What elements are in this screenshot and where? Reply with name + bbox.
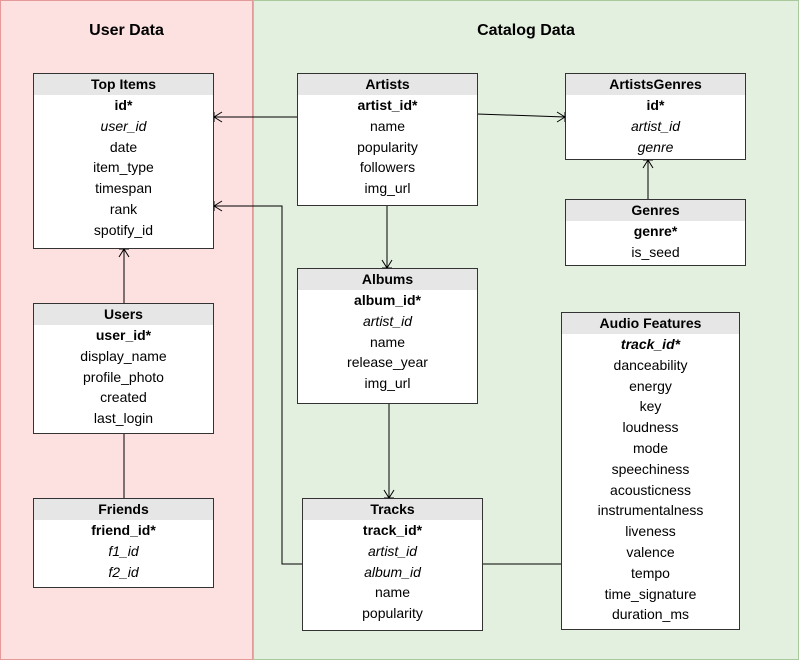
attribute-row: name	[369, 333, 406, 350]
attribute-row: genre*	[633, 223, 678, 239]
rel-genres-artistsgenres	[642, 159, 654, 199]
attribute-row: liveness	[625, 523, 676, 540]
entity-title: Albums	[298, 269, 477, 290]
attribute-row: key	[639, 398, 662, 415]
attribute-row: friend_id*	[91, 522, 156, 538]
entity-title: ArtistsGenres	[566, 74, 745, 95]
entity-title: Tracks	[303, 499, 482, 520]
rel-tracks-top-items	[213, 200, 302, 565]
attribute-row: track_id*	[620, 336, 681, 352]
attribute-row: energy	[629, 377, 672, 394]
attribute-row: release_year	[347, 354, 428, 371]
entity-title: Friends	[34, 499, 213, 520]
attribute-row: artist_id	[362, 312, 413, 329]
attribute-row: tempo	[631, 564, 670, 581]
entity-friends: Friends friend_id* f1_id f2_id	[33, 498, 214, 588]
attribute-row: danceability	[613, 356, 688, 373]
attribute-row: track_id*	[362, 522, 423, 538]
rel-artists-artistsgenres	[476, 111, 566, 123]
attribute-row: created	[100, 389, 147, 406]
attribute-row: artist_id	[367, 542, 418, 559]
attribute-row: instrumentalness	[597, 502, 704, 519]
attribute-row: acousticness	[610, 481, 691, 498]
entity-title: Genres	[566, 200, 745, 221]
attribute-row: date	[109, 138, 138, 155]
attribute-row: spotify_id	[93, 221, 154, 238]
entity-title: Users	[34, 304, 213, 325]
entity-title: Top Items	[34, 74, 213, 95]
attribute-row: f2_id	[108, 563, 139, 580]
entity-title: Artists	[298, 74, 477, 95]
attribute-row: display_name	[80, 347, 167, 364]
attribute-row: rank	[109, 200, 138, 217]
rel-users-top-items	[118, 248, 130, 303]
attribute-row: user_id	[100, 117, 147, 134]
entity-audio-features: Audio Features track_id* danceability ener…	[561, 312, 740, 630]
entity-genres: Genres genre* is_seed	[565, 199, 746, 266]
attribute-row: duration_ms	[611, 606, 690, 623]
attribute-row: user_id*	[95, 327, 152, 343]
attribute-row: img_url	[364, 180, 411, 197]
attribute-row: is_seed	[631, 243, 680, 260]
entity-artists: Artists artist_id*name popularity follower…	[297, 73, 478, 206]
attribute-row: last_login	[93, 410, 154, 427]
attribute-row: mode	[632, 439, 669, 456]
attribute-row: timespan	[95, 180, 152, 197]
attribute-row: time_signature	[604, 585, 697, 602]
attribute-row: speechiness	[611, 460, 690, 477]
catalog-data-title: Catalog Data	[477, 22, 575, 39]
attribute-row: loudness	[622, 419, 679, 436]
attribute-row: item_type	[93, 159, 154, 176]
attribute-row: popularity	[357, 138, 418, 155]
attribute-row: id*	[114, 97, 133, 113]
attribute-row: artist_id*	[357, 97, 418, 113]
attribute-row: img_url	[364, 375, 411, 392]
attribute-row: album_id*	[354, 292, 421, 308]
attribute-row: name	[374, 584, 411, 601]
attribute-row: album_id	[364, 563, 421, 580]
attribute-row: followers	[359, 159, 416, 176]
rel-albums-tracks	[383, 404, 395, 499]
attribute-row: id*	[646, 97, 665, 113]
attribute-row: valence	[626, 543, 675, 560]
user-data-title: User Data	[89, 22, 164, 39]
rel-artists-albums	[381, 206, 393, 269]
entity-title: Audio Features	[562, 313, 739, 334]
attribute-row: profile_photo	[83, 368, 164, 385]
attribute-row: popularity	[362, 605, 423, 622]
attribute-row: name	[369, 117, 406, 134]
attribute-row: f1_id	[108, 542, 139, 559]
attribute-row: artist_id	[630, 117, 681, 134]
rel-artists-top-items	[213, 111, 297, 123]
attribute-row: genre	[637, 138, 674, 155]
